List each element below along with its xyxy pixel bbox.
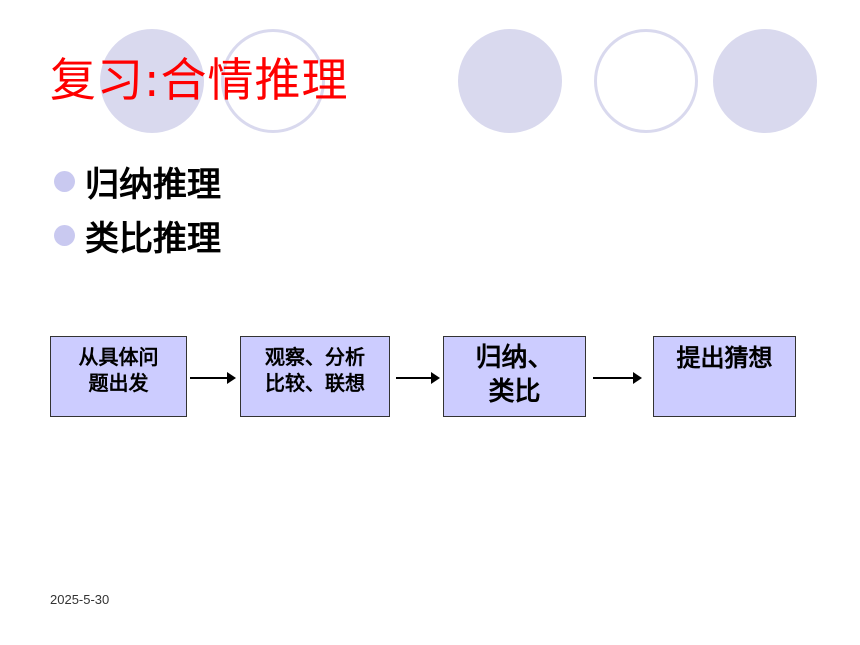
bullet-item: 归纳推理	[54, 154, 221, 208]
flow-box-line: 归纳、	[475, 343, 554, 373]
bullet-dot-icon	[54, 224, 75, 246]
flow-box-line: 题出发	[88, 371, 149, 395]
flow-arrow-3	[593, 372, 642, 384]
bullet-text: 归纳推理	[85, 164, 221, 205]
flow-box-conjecture: 提出猜想	[653, 336, 796, 417]
bullet-item: 类比推理	[54, 208, 221, 262]
decor-circle-4	[594, 29, 698, 133]
flow-box-line: 提出猜想	[676, 344, 773, 372]
flow-box-line: 类比	[488, 377, 541, 407]
decor-circle-3	[458, 29, 562, 133]
bullet-dot-icon	[54, 170, 75, 192]
decor-circle-2	[221, 29, 325, 133]
flow-arrow-2	[396, 372, 440, 384]
flow-arrow-1	[190, 372, 236, 384]
decor-circle-1	[100, 29, 204, 133]
bullet-list: 归纳推理 类比推理	[54, 154, 221, 262]
flow-box-induction: 归纳、 类比	[443, 336, 586, 417]
slide-title: 复习:合情推理	[50, 53, 349, 107]
flow-box-line: 比较、联想	[265, 371, 365, 395]
flow-box-line: 观察、分析	[265, 345, 365, 369]
flow-box-observe: 观察、分析 比较、联想	[240, 336, 390, 417]
flow-box-start: 从具体问 题出发	[50, 336, 187, 417]
slide-date: 2025-5-30	[50, 592, 110, 607]
bullet-text: 类比推理	[85, 218, 221, 259]
flow-box-line: 从具体问	[78, 345, 159, 369]
decor-circle-5	[713, 29, 817, 133]
